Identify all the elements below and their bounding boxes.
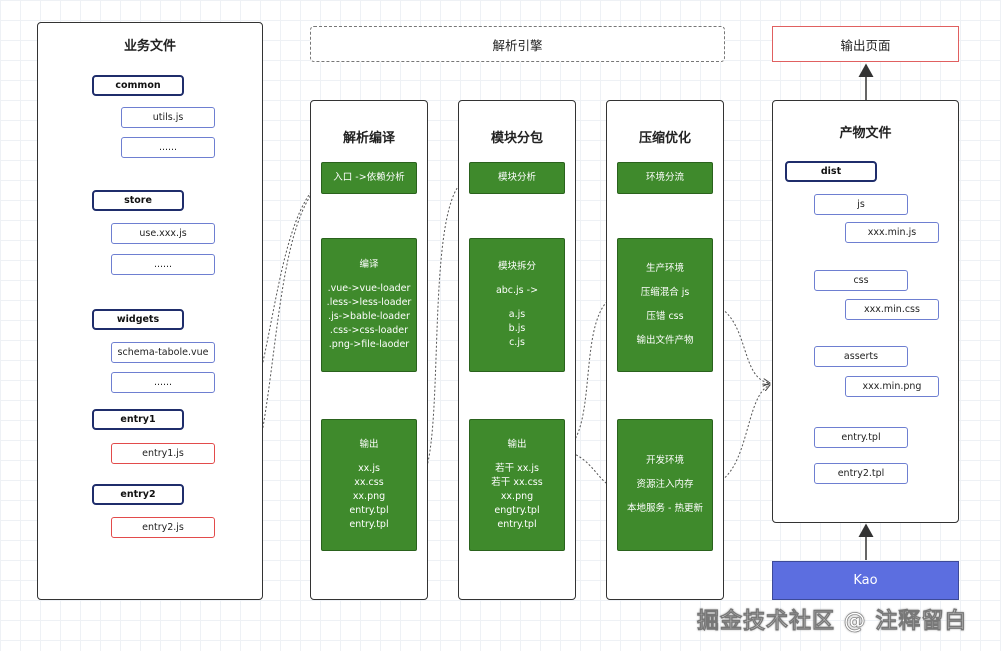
module-output-item: 若干 xx.js (495, 463, 539, 474)
compile-title: 编译 (359, 259, 379, 270)
output-page-banner: 输出页面 (772, 26, 959, 62)
business-files-title: 业务文件 (123, 38, 176, 54)
compile-item: .less->less-loader (326, 297, 412, 308)
env-split-box[interactable]: 环境分流 (617, 162, 713, 194)
module-split-item: b.js (508, 323, 526, 334)
development-box[interactable]: 开发环境 资源注入内存 本地服务 - 热更新 (617, 419, 713, 551)
module-split-box[interactable]: 模块拆分 abc.js -> a.js b.js c.js (469, 238, 565, 372)
watermark: 掘金技术社区 @ 注释留白 (697, 609, 968, 635)
module-split-box-title: 模块拆分 (497, 261, 536, 272)
production-item: 压缩混合 js (640, 287, 690, 298)
entry-dependency-label: 入口 ->依赖分析 (333, 172, 405, 183)
module-split-item: c.js (509, 337, 525, 348)
module-output-item: 若干 xx.css (491, 477, 543, 488)
module-output-item: xx.png (500, 491, 534, 502)
parse-output-item: entry.tpl (349, 519, 389, 530)
file-xxx-min-js[interactable]: xxx.min.js (845, 222, 939, 243)
development-item: 资源注入内存 (636, 479, 694, 490)
parse-output-item: xx.png (352, 491, 386, 502)
file-widgets-more[interactable]: ...... (111, 372, 215, 393)
production-item: 压错 css (646, 311, 684, 322)
file-schema-tabole-vue[interactable]: schema-tabole.vue (111, 342, 215, 363)
module-output-title: 输出 (507, 439, 527, 450)
file-entry-tpl[interactable]: entry.tpl (814, 427, 908, 448)
file-xxx-min-css[interactable]: xxx.min.css (845, 299, 939, 320)
file-use-xxx-js[interactable]: use.xxx.js (111, 223, 215, 244)
folder-asserts[interactable]: asserts (814, 346, 908, 367)
file-xxx-min-png[interactable]: xxx.min.png (845, 376, 939, 397)
module-split-title: 模块分包 (490, 130, 543, 146)
file-store-more[interactable]: ...... (111, 254, 215, 275)
compile-item: .css->css-loader (329, 325, 409, 336)
development-item: 开发环境 (645, 455, 684, 466)
parse-output-item: entry.tpl (349, 505, 389, 516)
development-item: 本地服务 - 热更新 (627, 503, 703, 514)
group-widgets-header[interactable]: widgets (92, 309, 184, 330)
module-output-item: engtry.tpl (494, 505, 540, 516)
compile-item: .png->file-laoder (328, 339, 410, 350)
parse-compile-title: 解析编译 (342, 130, 395, 146)
kao-box[interactable]: Kao (772, 561, 959, 600)
module-analysis-box[interactable]: 模块分析 (469, 162, 565, 194)
group-entry1-header[interactable]: entry1 (92, 409, 184, 430)
group-store-header[interactable]: store (92, 190, 184, 211)
file-entry2-js[interactable]: entry2.js (111, 517, 215, 538)
parse-output-item: xx.css (354, 477, 384, 488)
group-common-header[interactable]: common (92, 75, 184, 96)
dist-header[interactable]: dist (785, 161, 877, 182)
folder-css[interactable]: css (814, 270, 908, 291)
engine-banner: 解析引擎 (310, 26, 725, 62)
compress-title: 压缩优化 (638, 130, 691, 146)
production-box[interactable]: 生产环境 压缩混合 js 压错 css 输出文件产物 (617, 238, 713, 372)
compile-item: .js->bable-loader (328, 311, 410, 322)
entry-dependency-box[interactable]: 入口 ->依赖分析 (321, 162, 417, 194)
file-common-more[interactable]: ...... (121, 137, 215, 158)
env-split-label: 环境分流 (645, 172, 684, 183)
compile-item: .vue->vue-loader (327, 283, 411, 294)
parse-output-box[interactable]: 输出 xx.js xx.css xx.png entry.tpl entry.t… (321, 419, 417, 551)
file-entry1-js[interactable]: entry1.js (111, 443, 215, 464)
compile-box[interactable]: 编译 .vue->vue-loader .less->less-loader .… (321, 238, 417, 372)
module-split-lead: abc.js -> (495, 285, 539, 296)
module-analysis-label: 模块分析 (497, 172, 536, 183)
module-output-box[interactable]: 输出 若干 xx.js 若干 xx.css xx.png engtry.tpl … (469, 419, 565, 551)
product-files-title: 产物文件 (839, 125, 892, 141)
module-split-item: a.js (508, 309, 526, 320)
production-item: 生产环境 (645, 263, 684, 274)
parse-output-title: 输出 (359, 439, 379, 450)
production-item: 输出文件产物 (636, 335, 694, 346)
file-utils-js[interactable]: utils.js (121, 107, 215, 128)
file-entry2-tpl[interactable]: entry2.tpl (814, 463, 908, 484)
parse-output-item: xx.js (358, 463, 380, 474)
module-output-item: entry.tpl (497, 519, 537, 530)
group-entry2-header[interactable]: entry2 (92, 484, 184, 505)
folder-js[interactable]: js (814, 194, 908, 215)
